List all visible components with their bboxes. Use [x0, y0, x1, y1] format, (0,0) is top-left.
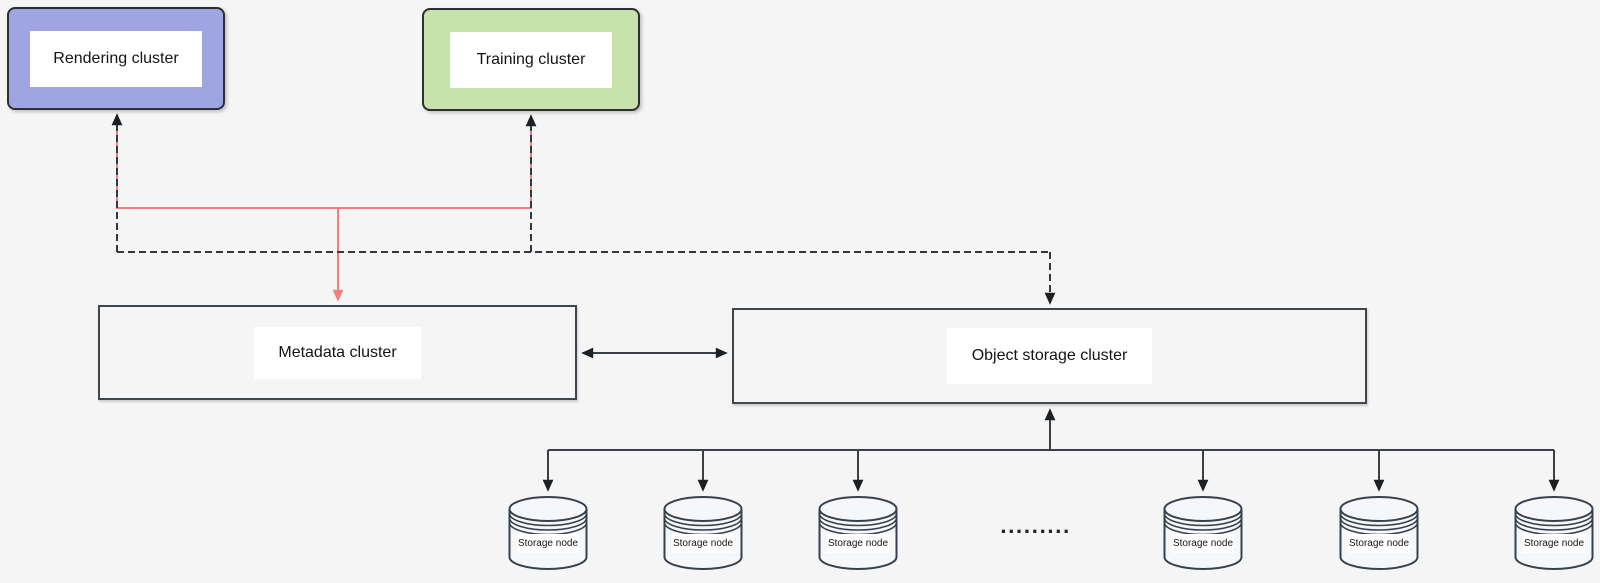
training-cluster-label: Training cluster — [476, 50, 586, 68]
cylinder-icon — [663, 496, 743, 570]
node-metadata-cluster: Metadata cluster — [98, 305, 577, 400]
node-storage-node-5: Storage node — [1339, 494, 1419, 572]
node-storage-node-6: Storage node — [1514, 494, 1594, 572]
storage-node-label: Storage node — [672, 534, 734, 553]
edge-red-fanout — [116, 118, 532, 209]
storage-node-label: Storage node — [1523, 534, 1585, 553]
object-storage-cluster-label-box: Object storage cluster — [947, 328, 1152, 384]
node-storage-node-2: Storage node — [663, 494, 743, 572]
rendering-cluster-label: Rendering cluster — [53, 49, 179, 67]
node-rendering-cluster: Rendering cluster — [7, 7, 225, 110]
metadata-cluster-label-box: Metadata cluster — [254, 326, 421, 379]
storage-node-label: Storage node — [517, 534, 579, 553]
node-storage-node-4: Storage node — [1163, 494, 1243, 572]
ellipsis-dots: ......... — [1000, 517, 1071, 538]
node-object-storage-cluster: Object storage cluster — [732, 308, 1367, 404]
metadata-cluster-label: Metadata cluster — [278, 343, 397, 361]
storage-node-label: Storage node — [827, 534, 889, 553]
node-storage-node-1: Storage node — [508, 494, 588, 572]
node-storage-node-3: Storage node — [818, 494, 898, 572]
storage-node-label: Storage node — [1348, 534, 1410, 553]
node-training-cluster: Training cluster — [422, 8, 640, 111]
object-storage-cluster-label: Object storage cluster — [971, 347, 1128, 364]
cylinder-icon — [1514, 496, 1594, 570]
rendering-cluster-label-box: Rendering cluster — [30, 30, 202, 87]
cylinder-icon — [1163, 496, 1243, 570]
cylinder-icon — [508, 496, 588, 570]
cylinder-icon — [1339, 496, 1419, 570]
storage-node-label: Storage node — [1172, 534, 1234, 553]
cylinder-icon — [818, 496, 898, 570]
training-cluster-label-box: Training cluster — [450, 31, 612, 88]
